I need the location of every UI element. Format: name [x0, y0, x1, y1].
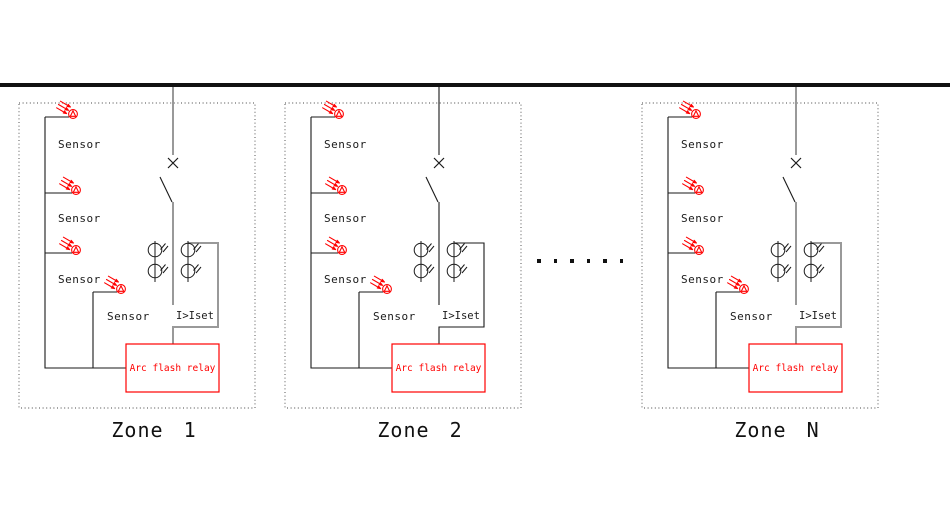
- sensor-label: Sensor: [324, 273, 367, 286]
- circuit-breaker-x-icon: [433, 157, 445, 169]
- arc-flash-relay-box: [125, 343, 220, 393]
- zone-label: Zone 2: [377, 418, 463, 442]
- sensor-label: Sensor: [681, 273, 724, 286]
- arc-sensor-icon: [682, 176, 704, 195]
- circuit-breaker-x-icon: [167, 157, 179, 169]
- zone-schematic: Sensor Sensor Sensor Sensor I>Iset Arc f…: [641, 84, 879, 409]
- sensor-stub-wires: [668, 116, 695, 254]
- sensor-label: Sensor: [58, 273, 101, 286]
- arc-sensor-icon: [682, 236, 704, 255]
- protection-zone: Sensor Sensor Sensor Sensor I>Iset Arc f…: [17, 84, 261, 464]
- arc-sensor-icon: [727, 275, 749, 294]
- current-transformer-icon: [446, 240, 468, 283]
- circuit-breaker-x-icon: [790, 157, 802, 169]
- sensor-bus-wire: [310, 117, 392, 369]
- sensor4-wire: [358, 291, 383, 368]
- protection-zone: Sensor Sensor Sensor Sensor I>Iset Arc f…: [640, 84, 884, 464]
- sensor-label: Sensor: [681, 212, 724, 225]
- separator-dot: [553, 259, 557, 263]
- current-transformer-icon: [770, 240, 792, 283]
- sensor-stub-wires: [311, 116, 338, 254]
- separator-dot: [586, 259, 590, 263]
- disconnect-switch-icon: [425, 176, 439, 203]
- arc-flash-relay-box: [748, 343, 843, 393]
- overcurrent-setting-label: I>Iset: [176, 310, 214, 322]
- ellipsis-separator: [537, 259, 623, 263]
- zone-label: Zone 1: [111, 418, 197, 442]
- sensor-bus-wire: [667, 117, 749, 369]
- arc-sensor-icon: [56, 100, 78, 119]
- arc-flash-relay-label: Arc flash relay: [396, 363, 482, 374]
- sensor-label: Sensor: [373, 310, 416, 323]
- zone-dotted-border: [641, 102, 879, 409]
- arc-flash-relay-label: Arc flash relay: [130, 363, 216, 374]
- zone-label: Zone N: [734, 418, 820, 442]
- sensor4-wire: [92, 291, 117, 368]
- separator-dot: [570, 259, 574, 263]
- sensor-label: Sensor: [730, 310, 773, 323]
- ct-trip-wire: [795, 242, 842, 344]
- ct-trip-wire: [172, 242, 219, 344]
- sensor-label: Sensor: [58, 138, 101, 151]
- disconnect-switch-icon: [159, 176, 173, 203]
- overcurrent-setting-label: I>Iset: [799, 310, 837, 322]
- separator-dot: [537, 259, 541, 263]
- sensor-label: Sensor: [324, 138, 367, 151]
- arc-sensor-icon: [679, 100, 701, 119]
- disconnect-switch-icon: [782, 176, 796, 203]
- sensor-label: Sensor: [58, 212, 101, 225]
- separator-dot: [603, 259, 607, 263]
- sensor-bus-wire: [44, 117, 126, 369]
- ct-trip-wire: [438, 242, 485, 344]
- arc-sensor-icon: [325, 236, 347, 255]
- arc-sensor-icon: [322, 100, 344, 119]
- protection-zone: Sensor Sensor Sensor Sensor I>Iset Arc f…: [283, 84, 527, 464]
- zone-schematic: Sensor Sensor Sensor Sensor I>Iset Arc f…: [18, 84, 256, 409]
- arc-sensor-icon: [59, 236, 81, 255]
- zone-dotted-border: [18, 102, 256, 409]
- arc-sensor-icon: [370, 275, 392, 294]
- zone-dotted-border: [284, 102, 522, 409]
- separator-dot: [619, 259, 623, 263]
- current-transformer-icon: [180, 240, 202, 283]
- arc-flash-relay-box: [391, 343, 486, 393]
- current-transformer-icon: [147, 240, 169, 283]
- arc-flash-relay-label: Arc flash relay: [753, 363, 839, 374]
- overcurrent-setting-label: I>Iset: [442, 310, 480, 322]
- busbar: [0, 83, 950, 87]
- sensor4-wire: [715, 291, 740, 368]
- arc-sensor-icon: [325, 176, 347, 195]
- arc-sensor-icon: [59, 176, 81, 195]
- sensor-stub-wires: [45, 116, 72, 254]
- zone-schematic: Sensor Sensor Sensor Sensor I>Iset Arc f…: [284, 84, 522, 409]
- sensor-label: Sensor: [324, 212, 367, 225]
- current-transformer-icon: [413, 240, 435, 283]
- arc-sensor-icon: [104, 275, 126, 294]
- current-transformer-icon: [803, 240, 825, 283]
- sensor-label: Sensor: [681, 138, 724, 151]
- sensor-label: Sensor: [107, 310, 150, 323]
